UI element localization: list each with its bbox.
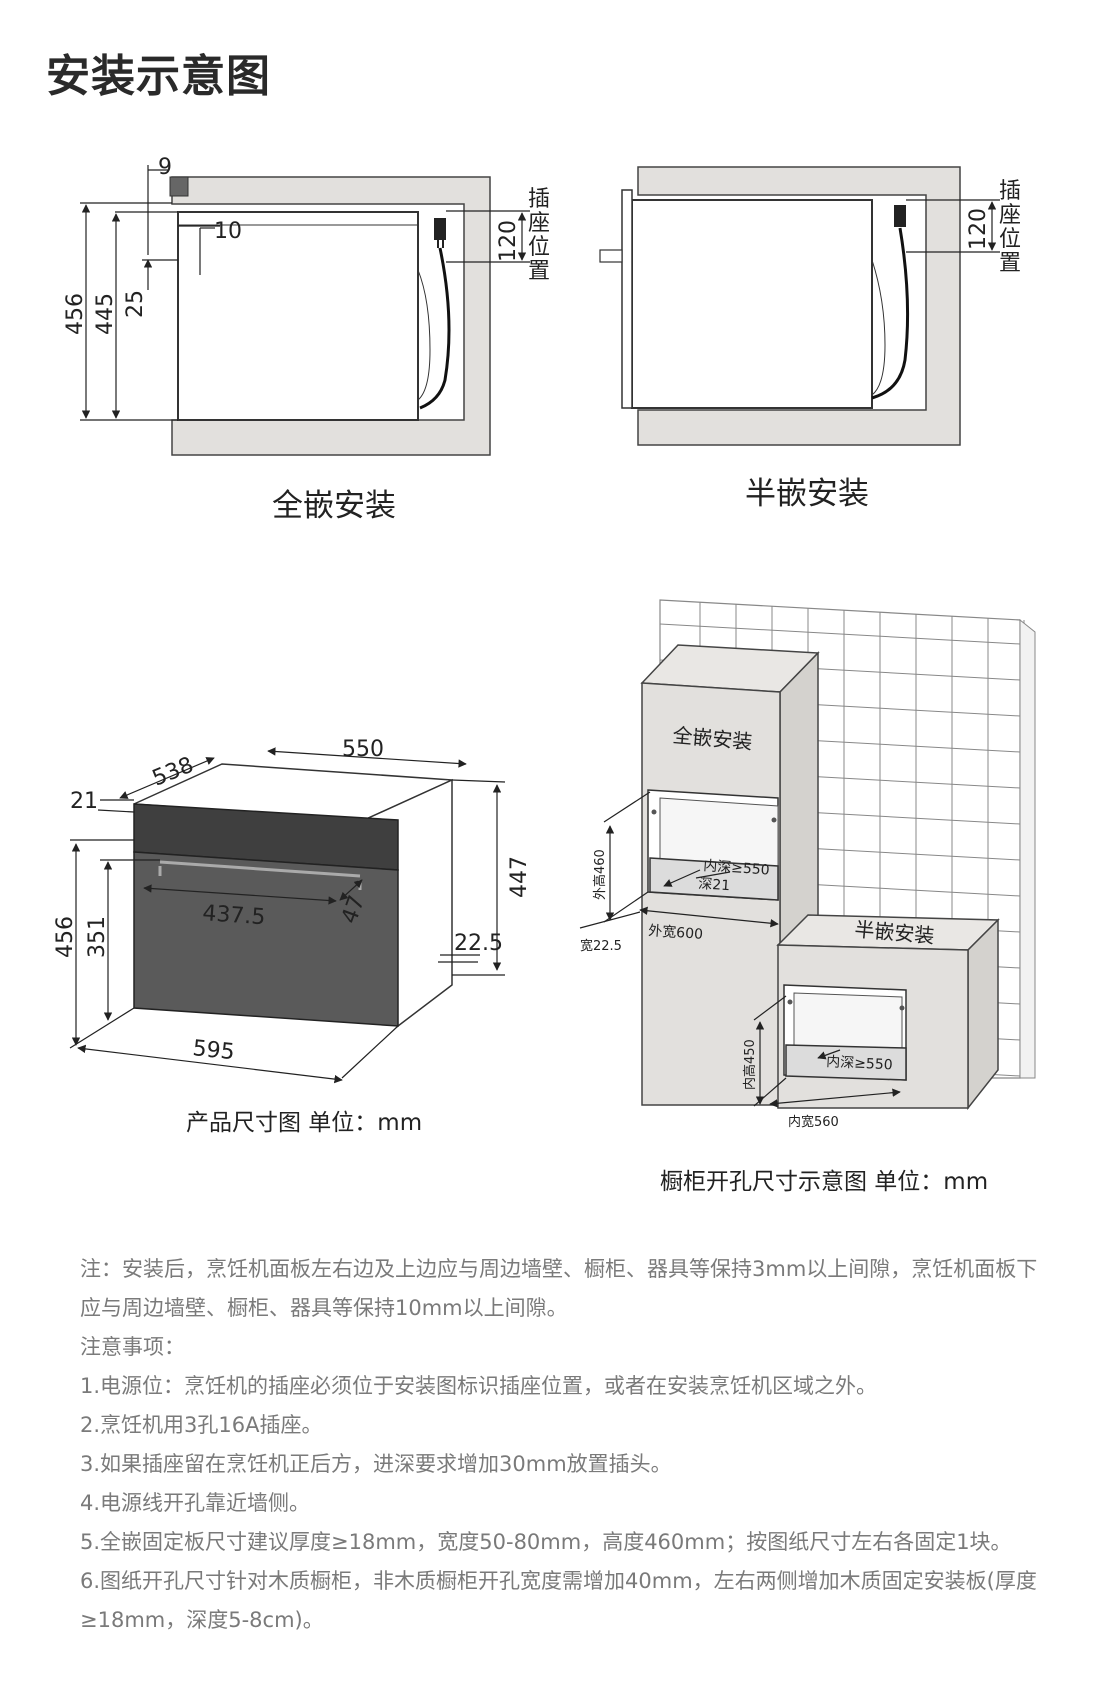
dim-10: 10 [214,219,242,244]
note-line: 2.烹饪机用3孔16A插座。 [80,1413,323,1437]
half-socket-label-char: 位 [999,227,1021,252]
tall-cabinet [640,644,820,1106]
cabinet-width-22-5: 宽22.5 [580,938,622,954]
cabinet-inner-height: 内高450 [742,1039,758,1090]
half-socket-label-char: 置 [999,251,1021,276]
cabinet-outer-width: 外宽600 [648,922,704,943]
cabinet-inner-depth-full: 内深≥550 [703,858,770,879]
product-dim-351: 351 [85,916,110,958]
dim-445: 445 [93,293,118,335]
dim-456: 456 [63,293,88,335]
cabinet-dimension-lines [579,791,901,1108]
cabinet-cutout-diagram: 全嵌安装 半嵌安装 外高460 内深≥550 深21 外宽600 宽22.5 内… [579,599,1036,1130]
product-dim-550: 550 [342,737,384,762]
tile-row-line [659,623,1021,645]
note-line: 1.电源位：烹饪机的插座必须位于安装图标识插座位置，或者在安装烹饪机区域之外。 [80,1374,878,1398]
half-embed-power-cord [871,205,910,400]
cabinet-inner-width: 内宽560 [788,1114,839,1130]
full-embed-caption: 全嵌安装 [272,488,396,524]
note-line: 注：安装后，烹饪机面板左右边及上边应与周边墙壁、橱柜、器具等保持3mm以上间隙，… [80,1257,1038,1320]
full-embed-dimension-lines [80,165,530,421]
installation-notes: 注：安装后，烹饪机面板左右边及上边应与周边墙壁、橱柜、器具等保持3mm以上间隙，… [80,1250,1040,1640]
product-dim-22-5: 22.5 [454,931,503,956]
half-dim-120: 120 [966,208,991,250]
dim-120: 120 [496,220,521,262]
half-embed-oven [599,189,886,409]
socket-label-char: 插 [528,187,550,212]
product-dim-447: 447 [507,856,532,898]
socket-label-char: 座 [528,211,550,236]
dim-25: 25 [123,290,148,318]
cabinet-inner-depth-half: 内深≥550 [826,1054,893,1073]
cabinet-outer-height: 外高460 [592,849,608,900]
full-embed-oven [177,211,431,421]
note-line: 注意事项： [80,1335,185,1359]
note-line: 6.图纸开孔尺寸针对木质橱柜，非木质橱柜开孔宽度需增加40mm，左右两侧增加木质… [80,1569,1037,1632]
socket-label: 插 座 位 置 [528,187,557,284]
dim-9: 9 [158,155,172,180]
page-title: 安装示意图 [46,51,271,102]
product-dim-456: 456 [53,916,78,958]
product-dimension-lines [69,747,506,1084]
product-dim-437-5: 437.5 [202,901,267,930]
full-embed-power-cord [419,218,451,410]
half-socket-label-char: 座 [999,203,1021,228]
note-line: 3.如果插座留在烹饪机正后方，进深要求增加30mm放置插头。 [80,1452,672,1476]
half-socket-label: 插 座 位 置 [999,179,1028,276]
socket-label-char: 置 [528,259,550,284]
socket-label-char: 位 [528,235,550,260]
half-embed-dimension-lines [906,199,1000,253]
half-embed-diagram: 120 插 座 位 置 [599,166,1028,446]
product-dimension-diagram: 550 538 21 447 456 351 437.5 47 22.5 595 [53,737,532,1084]
product-dim-21: 21 [70,789,98,814]
cabinet-depth-21: 深21 [698,876,731,894]
product-caption: 产品尺寸图 单位：mm [186,1110,423,1136]
oven-box [133,763,453,1028]
note-line: 5.全嵌固定板尺寸建议厚度≥18mm，宽度50-80mm，高度460mm；按图纸… [80,1530,1012,1554]
full-embed-diagram: 9 10 456 445 25 120 插 座 位 置 [63,155,557,456]
half-embed-caption: 半嵌安装 [745,476,869,512]
half-socket-label-char: 插 [999,179,1021,204]
half-embed-cabinet [637,166,961,446]
note-line: 4.电源线开孔靠近墙侧。 [80,1491,311,1515]
cabinet-caption: 橱柜开孔尺寸示意图 单位：mm [660,1169,989,1195]
product-dim-595: 595 [191,1036,235,1065]
